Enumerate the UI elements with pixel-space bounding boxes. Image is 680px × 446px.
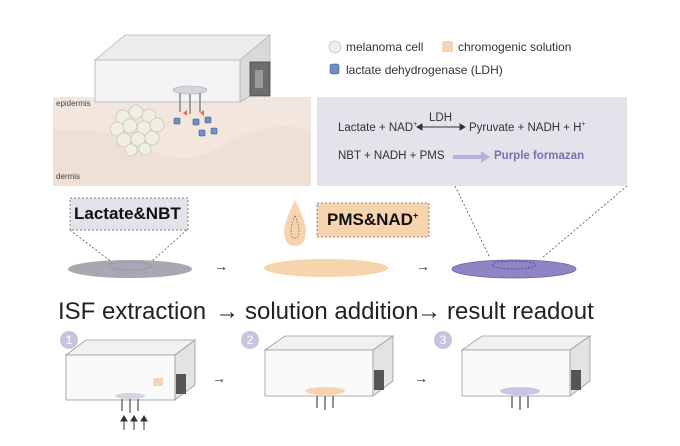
legend-melanoma-cell: melanoma cell — [346, 40, 424, 54]
ldh-molecules — [173, 116, 218, 137]
step-number-1: 1 — [60, 331, 78, 349]
reaction1-right: Pyruvate + NADH + H+ — [469, 121, 586, 134]
device-step3 — [460, 335, 592, 410]
flow-arrow-3: → — [212, 370, 226, 386]
reaction2-product: Purple formazan — [494, 150, 585, 162]
reagent-label-stage1: Lactate&NBT — [74, 204, 181, 223]
reaction1-left: Lactate + NAD+ — [338, 121, 418, 134]
reagent-box-stage1 — [69, 197, 189, 231]
legend-ldh: lactate dehydrogenase (LDH) — [346, 63, 503, 77]
melanoma-cell-icon — [328, 40, 342, 54]
reagent-label-stage2: PMS&NAD+ — [327, 210, 419, 229]
chromogenic-solution-icon — [442, 41, 453, 52]
reagent-box-stage2 — [316, 202, 430, 238]
legend-chromogenic-solution: chromogenic solution — [458, 40, 572, 54]
zoom-lines-stage3 — [454, 185, 628, 259]
disc-stage2 — [264, 259, 388, 277]
flow-arrow-2: → — [416, 258, 430, 274]
ldh-arrows — [183, 110, 204, 116]
disc-stage1 — [68, 260, 192, 278]
flow-arrow-4: → — [414, 370, 428, 386]
zoom-lines-stage1 — [69, 229, 188, 264]
step-title-2: solution addition — [245, 298, 419, 325]
equation-panel — [317, 97, 627, 186]
flow-arrow-1: → — [214, 258, 228, 274]
device-step1 — [64, 339, 197, 430]
step-number-3: 3 — [434, 331, 452, 349]
melanoma-cell-cluster — [109, 104, 165, 157]
disc-stage3-spot — [491, 260, 537, 270]
ldh-icon — [329, 63, 340, 75]
step-title-1: ISF extraction — [58, 298, 207, 325]
step-number-2: 2 — [241, 331, 259, 349]
device-step2 — [263, 335, 395, 410]
droplet-icon — [284, 200, 306, 246]
reaction1-enzyme: LDH — [429, 112, 453, 124]
step-title-3: result readout — [447, 298, 594, 325]
step-arrow-2: → — [417, 298, 441, 325]
formazan-arrow — [453, 151, 490, 163]
extraction-device-top — [93, 34, 272, 114]
epidermis-label: epidermis — [56, 99, 91, 108]
skin-cross-section — [53, 97, 311, 186]
reversible-arrow — [416, 123, 466, 131]
dermis-label: dermis — [56, 172, 81, 181]
disc-stage1-spot — [107, 261, 153, 271]
step-arrow-1: → — [215, 298, 239, 325]
reaction2-left: NBT + NADH + PMS — [338, 150, 445, 162]
